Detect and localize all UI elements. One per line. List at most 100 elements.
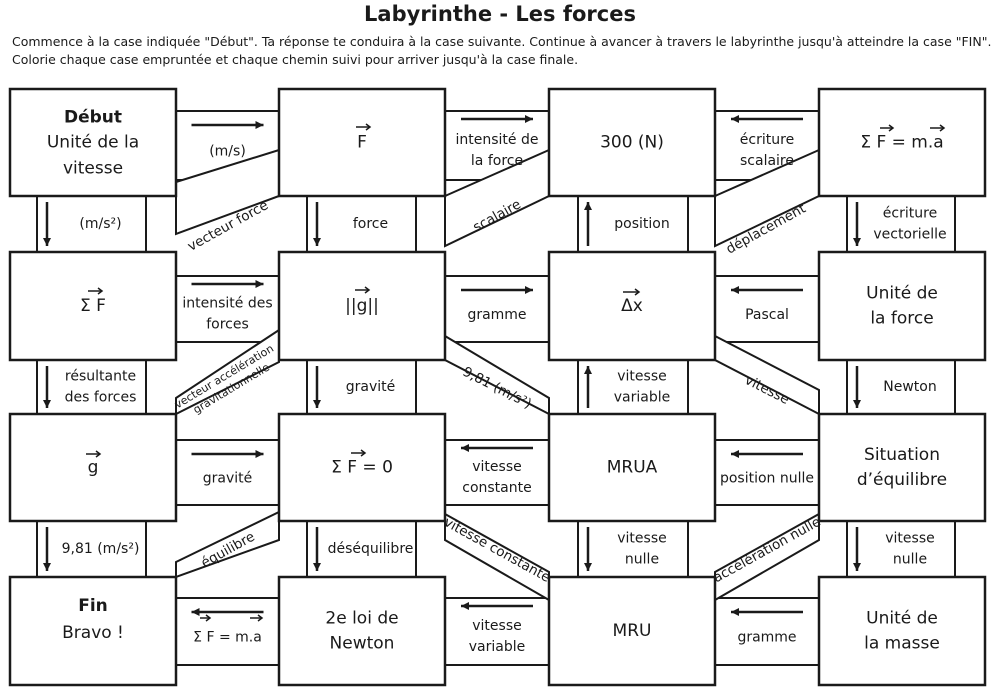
box-r4c1-heading: Fin — [78, 596, 108, 616]
box-r1c1-heading: Début — [64, 108, 122, 128]
path-r1_34-line-1: écriture — [740, 132, 794, 148]
instruction-line-2: Colorie chaque case empruntée et chaque … — [12, 52, 579, 67]
path-r2_12-line-1: intensité des — [182, 296, 272, 312]
path-r4_12-line-1: Σ F = m.a — [193, 630, 262, 646]
instruction-line-1: Commence à la case indiquée "Début". Ta … — [12, 34, 992, 49]
path-r3_23-line-2: constante — [462, 480, 531, 496]
arrow-head-r4_34 — [731, 608, 739, 616]
vector-arrow-a-head — [939, 124, 946, 132]
arrow-head-r2_34 — [731, 286, 739, 294]
path-strip-v-1-c4 — [846, 193, 956, 255]
path-r2_34-line-1: Pascal — [745, 307, 789, 323]
arrow-head-v34_c4 — [853, 563, 861, 571]
arrow-head-v12_c2 — [313, 238, 321, 246]
path-r1_23-line-1: intensité de — [456, 132, 539, 148]
box-r2c3-line-1: Δx — [621, 296, 643, 316]
box-r4c1-line-1: Bravo ! — [62, 623, 124, 643]
path-strip-diag-d23_c — [714, 334, 820, 416]
path-r1_23-line-2: la force — [471, 153, 523, 169]
box-r4c2-line-1: 2e loi de — [325, 609, 398, 629]
path-strip-v-3-c3 — [577, 518, 689, 580]
maze-box-r3c3[interactable] — [547, 412, 717, 523]
path-v23_c1-line-1: résultante — [65, 369, 136, 385]
box-r1c4-line-1: Σ F = m.a — [860, 133, 943, 153]
vector-arrow-label-a-head — [257, 614, 264, 622]
path-strip-v-2-c1 — [36, 357, 147, 417]
maze-box-r1c1[interactable] — [8, 87, 178, 198]
maze-box-r2c1[interactable] — [8, 250, 178, 362]
vector-arrow-g-2-head — [95, 450, 102, 458]
vector-arrow-sumF-2-head — [97, 287, 104, 295]
arrow-head-v12_c4 — [853, 238, 861, 246]
maze-box-r4c2[interactable] — [277, 575, 447, 687]
maze-box-r3c2[interactable] — [277, 412, 447, 523]
path-r1_34-line-2: scalaire — [740, 153, 794, 169]
maze-box-r4c4[interactable] — [817, 575, 987, 687]
maze-box-r2c3[interactable] — [547, 250, 717, 362]
path-r3_23-line-1: vitesse — [472, 459, 521, 475]
maze-box-r2c2[interactable] — [277, 250, 447, 362]
path-r2_12-line-2: forces — [206, 317, 249, 333]
arrow-head-v34_c1 — [43, 563, 51, 571]
path-v23_c3-line-2: variable — [614, 390, 670, 406]
path-v23_c4-line-1: Newton — [883, 379, 936, 395]
maze-box-r1c2[interactable] — [277, 87, 447, 198]
path-v34_c4-line-2: nulle — [893, 552, 927, 568]
path-strip-v-2-c4 — [846, 357, 956, 417]
maze-box-r3c4[interactable] — [817, 412, 987, 523]
maze-box-r1c3[interactable] — [547, 87, 717, 198]
box-r2c2-line-1: ||g|| — [345, 296, 379, 316]
arrow-head-v12_c1 — [43, 238, 51, 246]
path-r1_12-line-1: (m/s) — [209, 144, 246, 160]
path-v12_c4-line-1: écriture — [883, 206, 937, 222]
box-r2c4-line-2: la force — [870, 309, 933, 329]
path-v12_c4-line-2: vectorielle — [873, 227, 946, 243]
vector-arrow-label-sumF-head — [205, 614, 212, 622]
path-strip-v-1-c2 — [306, 193, 417, 255]
box-r1c2-line-1: F — [357, 133, 367, 153]
path-v34_c4-line-1: vitesse — [885, 531, 934, 547]
path-d34_b-line-1: vitesse constante — [441, 514, 553, 586]
box-r4c2-line-2: Newton — [330, 634, 395, 654]
path-strip-v-2-c2 — [306, 357, 417, 417]
path-r4_34-line-1: gramme — [737, 630, 796, 646]
path-strip-v-2-c3 — [577, 357, 689, 417]
path-strip-h-r3-1 — [173, 439, 282, 506]
path-v34_c3-line-2: nulle — [625, 552, 659, 568]
arrow-head-r1_12 — [255, 121, 264, 129]
vector-arrow-sumF-head — [888, 124, 895, 132]
arrow-head-r3_12 — [255, 450, 264, 458]
box-r1c1-line-2: vitesse — [63, 159, 123, 179]
box-r3c2-line-1: Σ F = 0 — [331, 458, 393, 478]
path-strip-h-r4-2 — [442, 597, 552, 666]
maze-box-r4c1[interactable] — [8, 575, 178, 687]
box-r3c3-line-1: MRUA — [607, 458, 658, 478]
path-v34_c3-line-1: vitesse — [617, 531, 666, 547]
maze-box-r4c3[interactable] — [547, 575, 717, 687]
path-r4_23-line-2: variable — [469, 639, 525, 655]
arrow-head-v34_c3 — [584, 563, 592, 571]
vector-arrow-sumF-3-head — [360, 449, 367, 457]
arrow-head-v34_c2 — [313, 563, 321, 571]
arrow-head-v12_c3 — [584, 202, 592, 210]
arrow-head-v23_c2 — [313, 400, 321, 408]
maze-box-r3c1[interactable] — [8, 412, 178, 523]
maze-box-r1c4[interactable] — [817, 87, 987, 198]
path-v12_c3-line-1: position — [614, 216, 669, 232]
vector-arrow-g-head — [364, 286, 371, 294]
worksheet-title: Labyrinthe - Les forces — [364, 2, 636, 26]
arrow-head-r1_34 — [731, 115, 739, 123]
maze-box-r2c4[interactable] — [817, 250, 987, 362]
arrow-head-r1_23 — [525, 115, 533, 123]
path-v12_c2-line-1: force — [353, 216, 388, 232]
path-v34_c2-line-1: déséquilibre — [328, 541, 414, 557]
path-d34_c-line-1: accélération nulle — [710, 514, 823, 586]
arrow-head-r2_23 — [525, 286, 533, 294]
box-r4c4-line-2: la masse — [864, 634, 940, 654]
path-v34_c1-line-1: 9,81 (m/s²) — [62, 541, 140, 557]
arrow-head-v23_c3 — [584, 366, 592, 374]
path-v12_c1-line-1: (m/s²) — [79, 216, 121, 232]
path-strip-h-r2-3 — [712, 275, 822, 343]
box-r2c1-line-1: Σ F — [80, 296, 106, 316]
path-r2_23-line-1: gramme — [467, 307, 526, 323]
